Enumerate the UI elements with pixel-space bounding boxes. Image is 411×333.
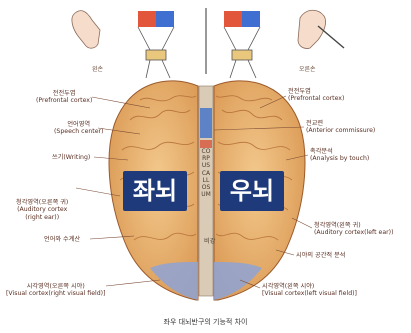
right-label-anterior-commissure: 전교련(Anterior commissure)	[306, 120, 375, 135]
left-label-visual: 시각영역(오른쪽 시야)[Visual cortex(right visual …	[6, 283, 105, 298]
left-hand-caption: 왼손	[92, 64, 103, 73]
left-label-auditory: 청각영역(오른쪽 귀)(Auditory cortex (right ear))	[16, 184, 68, 228]
pencil-icon	[318, 26, 344, 48]
right-brain-badge: 우뇌	[220, 171, 284, 211]
right-blue-patch	[242, 11, 260, 27]
corpus-callosum-label: CORPUS CALLOSUM	[201, 148, 211, 198]
left-label-language-math: 언어와 수계산	[44, 236, 80, 243]
right-label-prefrontal: 전전두엽(Prefrontal cortex)	[288, 88, 344, 103]
figure-caption: 좌우 대뇌반구의 기능적 차이	[0, 317, 411, 327]
right-eye-diagram	[224, 27, 260, 78]
right-red-patch	[224, 11, 242, 27]
left-label-writing: 쓰기(Writing)	[52, 154, 90, 161]
left-brain-badge: 좌뇌	[123, 171, 187, 211]
left-red-patch	[138, 11, 156, 27]
right-label-touch: 촉각분석(Analysis by touch)	[310, 148, 369, 163]
right-label-visual: 시각영역(왼쪽 시야)[Visual cortex(left visual fi…	[262, 283, 357, 298]
right-hand-caption: 오른손	[299, 64, 316, 73]
left-hand-icon	[72, 11, 100, 49]
left-eye-diagram	[138, 27, 174, 78]
left-label-speech: 언어영역(Speech center)	[54, 121, 104, 136]
right-label-auditory: 청각영역(왼쪽 귀)(Auditory cortex(left ear))	[314, 222, 394, 237]
left-blue-patch	[156, 11, 174, 27]
corpus-callosum-mid	[200, 140, 212, 148]
nose-label: 비강	[204, 238, 215, 245]
corpus-callosum-top	[200, 108, 212, 138]
right-label-spatial: 시야의 공간적 분석	[296, 252, 345, 259]
left-label-prefrontal: 전전두엽(Prefrontal cortex)	[36, 90, 92, 105]
